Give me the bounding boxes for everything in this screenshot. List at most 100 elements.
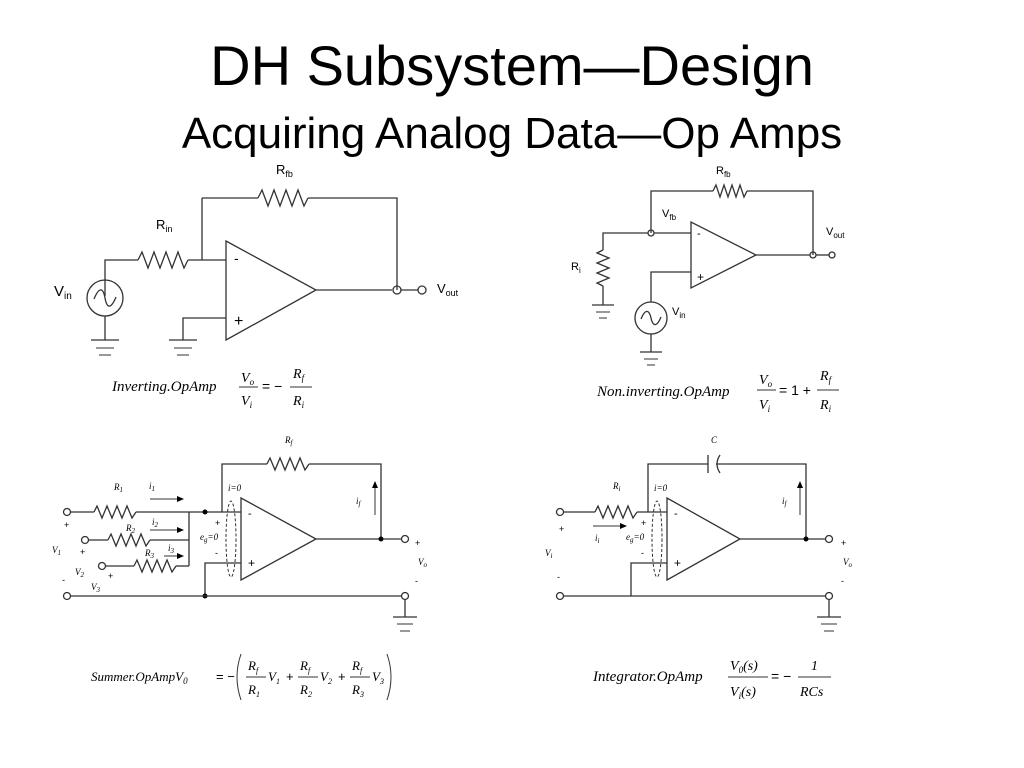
svg-text:+: + <box>80 547 85 557</box>
svg-text:R2: R2 <box>125 523 136 535</box>
svg-text:Ri: Ri <box>819 398 832 414</box>
svg-text:R2: R2 <box>299 682 312 699</box>
noninverting-ri-label: Ri <box>571 261 581 275</box>
svg-text:-: - <box>248 508 252 520</box>
ground-icon <box>91 339 119 356</box>
integrator-virtual-ground-loop <box>651 500 663 578</box>
svg-text:R3: R3 <box>351 682 364 699</box>
r3-resistor <box>133 558 177 574</box>
integrator-equation: Integrator.OpAmp V0(s) Vi(s) = − 1 RCs <box>592 659 831 701</box>
svg-text:Rf: Rf <box>247 658 260 675</box>
svg-text:Vo: Vo <box>418 557 428 569</box>
inverting-plus-sign: + <box>234 313 243 330</box>
svg-text:= 1 +: = 1 + <box>779 382 811 398</box>
svg-text:-: - <box>697 228 701 240</box>
noninverting-rfb-resistor <box>712 182 748 200</box>
svg-text:eg=0: eg=0 <box>626 532 645 544</box>
svg-text:V2: V2 <box>320 669 332 686</box>
svg-text:i3: i3 <box>168 543 175 555</box>
noninverting-vin-label: Vin <box>672 306 686 320</box>
svg-text:R1: R1 <box>113 482 123 494</box>
svg-text:V3: V3 <box>372 669 384 686</box>
inverting-vout-label: Vout <box>437 281 459 298</box>
svg-text:V1: V1 <box>268 669 280 686</box>
r2-resistor <box>107 532 151 548</box>
svg-text:Rf: Rf <box>292 367 306 383</box>
slide-subtitle: Acquiring Analog Data—Op Amps <box>181 109 843 158</box>
svg-text:Rf: Rf <box>299 658 312 675</box>
svg-text:if: if <box>782 496 788 508</box>
inverting-opamp-triangle <box>225 239 318 342</box>
svg-text:V3: V3 <box>91 582 101 594</box>
svg-text:R1: R1 <box>247 682 260 699</box>
noninverting-vout-label: Vout <box>826 226 845 240</box>
ground-icon <box>393 616 417 632</box>
rfb-resistor <box>257 188 309 208</box>
svg-text:+: + <box>841 538 846 548</box>
svg-text:+: + <box>415 538 420 548</box>
svg-text:+: + <box>286 669 294 684</box>
r1-resistor <box>93 504 137 520</box>
svg-text:-: - <box>641 548 644 558</box>
svg-text:Vi: Vi <box>545 548 553 560</box>
inverting-minus-sign: - <box>234 250 239 266</box>
svg-text:V1: V1 <box>52 545 61 557</box>
noninverting-equation: Non.inverting.OpAmp Vo Vi = 1 + Rf Ri <box>596 369 839 414</box>
svg-text:Summer.OpAmpV0: Summer.OpAmpV0 <box>91 669 188 686</box>
svg-text:V2: V2 <box>75 567 85 579</box>
svg-text:+: + <box>338 669 346 684</box>
inverting-eq-name: Inverting.OpAmp <box>111 379 217 395</box>
inverting-circuit: - + Rfb Rin Vin Vo <box>54 162 459 410</box>
ground-icon <box>817 616 841 632</box>
svg-text:Ri: Ri <box>292 394 305 410</box>
svg-text:Vo: Vo <box>843 557 853 569</box>
inverting-rin-label: Rin <box>156 217 172 234</box>
ri-resistor <box>595 249 611 287</box>
svg-text:eg=0: eg=0 <box>200 532 219 544</box>
inverting-rfb-label: Rfb <box>276 162 293 179</box>
svg-text:V0(s): V0(s) <box>730 659 758 675</box>
svg-text:Vi: Vi <box>241 394 253 410</box>
svg-text:-: - <box>557 572 560 582</box>
svg-text:-: - <box>415 576 418 586</box>
noninverting-vfb-label: Vfb <box>662 208 677 222</box>
svg-text:ii: ii <box>595 533 600 545</box>
svg-text:= −: = − <box>771 668 791 684</box>
summer-opamp-triangle <box>240 496 318 582</box>
noninverting-circuit: - + Rfb Vfb Vout R <box>571 165 845 414</box>
svg-text:C: C <box>711 435 718 445</box>
svg-text:Non.inverting.OpAmp: Non.inverting.OpAmp <box>596 384 730 400</box>
svg-text:Vi(s): Vi(s) <box>730 685 756 701</box>
svg-text:RCs: RCs <box>799 685 824 700</box>
svg-text:-: - <box>841 576 844 586</box>
summer-circuit: - + <box>52 435 428 701</box>
svg-text:+: + <box>215 518 220 528</box>
svg-text:Rf: Rf <box>819 369 833 385</box>
integrator-opamp-triangle <box>666 496 742 582</box>
svg-text:+: + <box>64 520 69 530</box>
svg-text:1: 1 <box>811 659 818 674</box>
svg-text:R3: R3 <box>144 548 155 560</box>
svg-text:Ri: Ri <box>612 481 621 493</box>
svg-text:+: + <box>108 571 113 581</box>
svg-text:+: + <box>697 270 704 284</box>
svg-text:if: if <box>356 496 362 508</box>
svg-text:Vo: Vo <box>759 373 773 389</box>
svg-text:Vi: Vi <box>759 398 771 414</box>
svg-text:+: + <box>559 524 564 534</box>
summer-equation: Summer.OpAmpV0 = − Rf R1 V1 + Rf R2 V2 +… <box>91 653 392 701</box>
svg-text:i=0: i=0 <box>654 483 668 493</box>
ground-icon <box>640 351 662 366</box>
integrator-circuit: - + C Ri i=0 <box>545 435 853 701</box>
svg-text:Rf: Rf <box>351 658 364 675</box>
rin-resistor <box>137 250 189 270</box>
inverting-equation: Inverting.OpAmp Vo Vi = − Rf Ri <box>111 367 312 410</box>
svg-text:+: + <box>248 556 255 570</box>
svg-text:= −: = − <box>262 378 282 394</box>
svg-text:Rf: Rf <box>284 435 294 447</box>
svg-text:i2: i2 <box>152 517 159 529</box>
svg-text:-: - <box>62 575 65 585</box>
svg-text:Integrator.OpAmp: Integrator.OpAmp <box>592 669 703 685</box>
noninverting-rfb-label: Rfb <box>716 165 731 179</box>
